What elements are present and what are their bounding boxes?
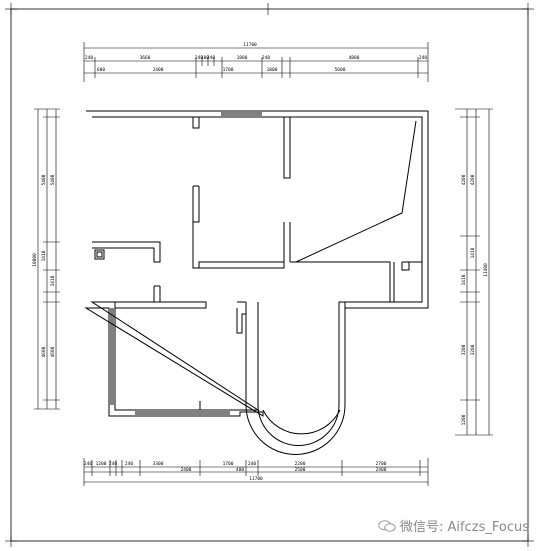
top-row2-label: 1700	[223, 67, 234, 73]
watermark-text: 微信号: Aifczs_Focus	[400, 520, 529, 535]
right-inner-label: 1410	[470, 247, 476, 258]
top-total-label: 11700	[243, 42, 257, 48]
right-inner-label: 1200	[461, 414, 467, 425]
right-inner-label: 4200	[461, 174, 467, 185]
bottom-row1-label: 1700	[223, 461, 234, 467]
left-inner-label: 4600	[41, 346, 47, 357]
top-row1-label: 100	[201, 55, 209, 61]
left-dimension-labels: 10800 5400 1410 4600 5400 1410 4600	[32, 174, 56, 357]
left-dimensions	[34, 108, 60, 410]
diagonal-partition	[290, 120, 417, 263]
bottom-row1-label: 3300	[153, 461, 164, 467]
drawing-border	[10, 8, 529, 542]
bottom-row1-label: 240	[109, 461, 117, 467]
right-inner-label: 3200	[461, 344, 467, 355]
top-dimensions	[83, 42, 429, 82]
bay-window	[245, 302, 346, 455]
bottom-total-label: 11700	[249, 476, 263, 482]
left-inner-label: 4600	[50, 346, 56, 357]
bottom-row1-label: 1200	[96, 461, 107, 467]
interior-wall-1	[192, 117, 200, 129]
stub-wall	[236, 308, 246, 334]
bottom-row1-label: 240	[125, 461, 133, 467]
bottom-row1-label: 2700	[376, 461, 387, 467]
corner-marks	[5, 3, 534, 547]
outer-wall-inner	[90, 116, 423, 411]
bottom-dimension-labels: 240 1200 240 240 3300 1700 240 2200 2700…	[84, 461, 387, 482]
middle-partition	[92, 301, 207, 309]
top-row1-label: 240	[262, 55, 270, 61]
watermark: 微信号: Aifczs_Focus	[378, 516, 529, 535]
right-dimension-labels: 4200 1410 3200 1200 4200 1410 3200 11400	[461, 174, 489, 425]
left-inner-label: 5400	[41, 174, 47, 185]
bottom-row2-label: 2500	[295, 467, 306, 473]
right-inner-label: 1410	[461, 274, 467, 285]
bathroom-fixture	[94, 249, 105, 260]
top-row2-label: 1800	[267, 67, 278, 73]
right-inner-label: 3200	[470, 344, 476, 355]
bottom-row2-label: 2400	[376, 467, 387, 473]
wechat-icon	[378, 519, 396, 532]
right-outer-label: 11400	[483, 263, 489, 277]
bottom-dimensions	[83, 458, 429, 486]
left-inner-label: 1410	[50, 275, 56, 286]
interior-wall-2	[283, 117, 291, 179]
bottom-row2-label: 400	[236, 467, 244, 473]
bottom-row1-label: 240	[248, 461, 256, 467]
top-row1-label: 240	[207, 55, 215, 61]
right-inner-label: 4200	[470, 174, 476, 185]
right-partition	[290, 261, 391, 302]
top-row1-label: 240	[419, 55, 427, 61]
left-inner-label: 1410	[41, 250, 47, 261]
bottom-row2-label: 2400	[181, 467, 192, 473]
top-row2-label: 2400	[153, 67, 164, 73]
left-inner-label: 5400	[50, 174, 56, 185]
top-row2-label: 5600	[335, 67, 346, 73]
top-row1-label: 3660	[140, 55, 151, 61]
right-dimensions	[455, 108, 493, 436]
walls	[84, 110, 429, 455]
bottom-row1-label: 2200	[295, 461, 306, 467]
top-row1-label: 4800	[349, 55, 360, 61]
top-dimension-labels: 11700 240 3660 240 100 240 1800 240 4800…	[85, 42, 427, 73]
top-row1-label: 240	[85, 55, 93, 61]
bottom-row1-label: 240	[84, 461, 92, 467]
left-outer-label: 10800	[32, 253, 38, 267]
top-row2-label: 600	[97, 67, 105, 73]
bathroom-wall	[92, 241, 161, 263]
top-row1-label: 240	[195, 55, 203, 61]
outer-wall-outer	[84, 110, 429, 417]
top-row1-label: 1800	[237, 55, 248, 61]
